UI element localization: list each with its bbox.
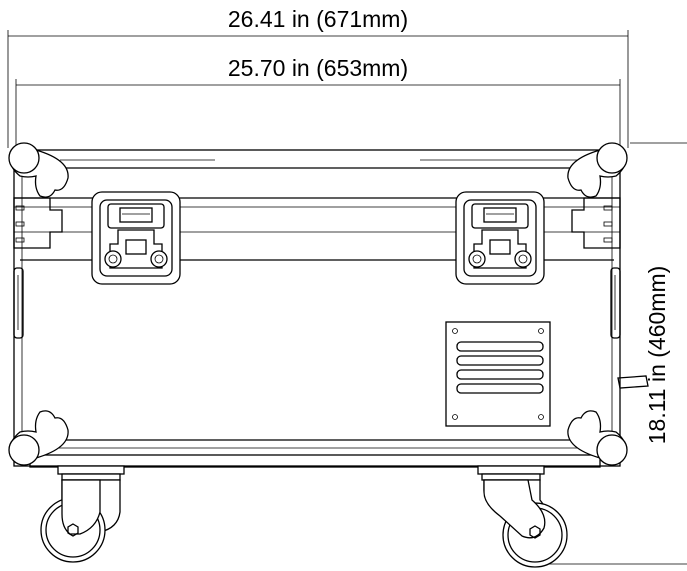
corner-bottom-right [567, 410, 628, 466]
caster-right [477, 465, 568, 568]
body-width-label: 25.70 in (653mm) [228, 55, 408, 81]
right-side-handle [610, 267, 621, 339]
latch-left [91, 191, 181, 285]
left-side-handle [13, 267, 24, 339]
latch-right [455, 191, 545, 285]
side-tab [617, 375, 649, 389]
height-dimension: 18.11 in (460mm) [545, 142, 687, 565]
caster-left [40, 465, 125, 563]
height-label: 18.11 in (460mm) [644, 266, 670, 445]
corner-top-right [567, 142, 628, 198]
overall-width-dimension: 26.41 in (671mm) [7, 6, 629, 148]
left-hinge-plate [13, 197, 63, 249]
body-width-dimension: 25.70 in (653mm) [15, 55, 621, 150]
corner-top-left [8, 142, 69, 198]
overall-width-label: 26.41 in (671mm) [228, 6, 408, 32]
vent-panel [445, 321, 551, 427]
corner-bottom-left [8, 410, 69, 466]
right-hinge-plate [571, 197, 621, 249]
